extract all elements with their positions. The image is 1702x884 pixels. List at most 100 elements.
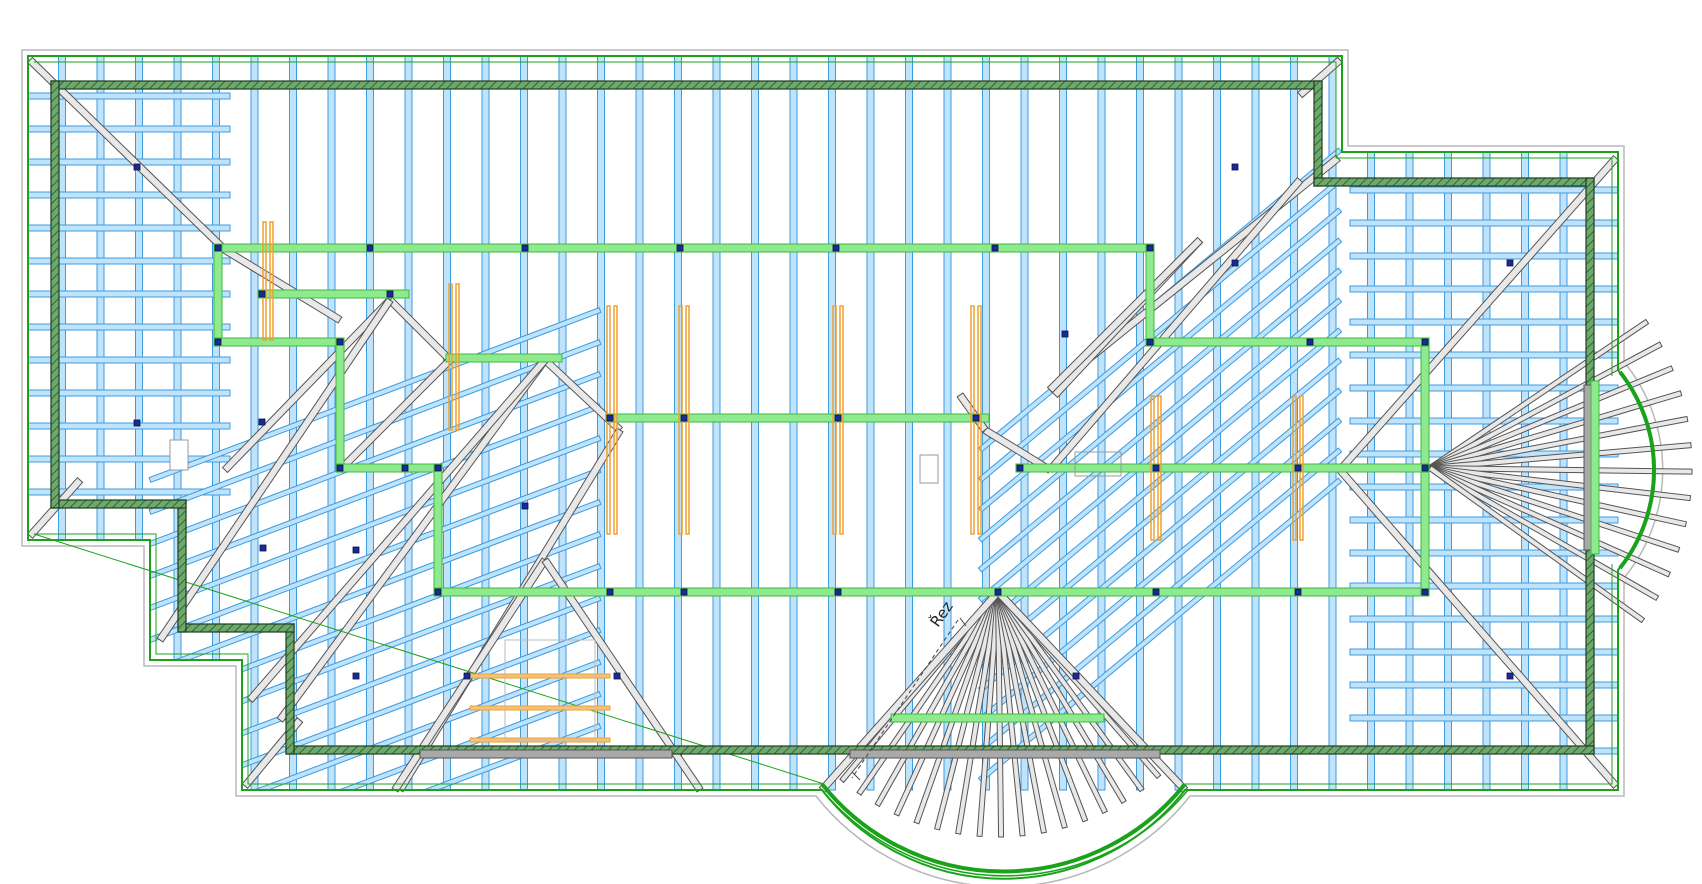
hip-rafter [222, 246, 343, 324]
jack-rafter [28, 224, 231, 232]
column [1152, 464, 1160, 472]
column [133, 163, 141, 171]
jack-rafter [1349, 219, 1619, 227]
wall-plate [50, 499, 187, 509]
column [258, 290, 266, 298]
column [680, 588, 688, 596]
opening-center [919, 454, 939, 484]
jack-rafter [1349, 714, 1619, 722]
strut [269, 221, 274, 341]
column [521, 502, 529, 510]
purlin [433, 587, 1430, 597]
rafter [250, 56, 259, 791]
hip-rafter [386, 296, 454, 364]
column [1061, 330, 1069, 338]
purlin [445, 353, 563, 363]
jack-rafter [28, 92, 231, 100]
column [994, 588, 1002, 596]
purlin [1590, 380, 1600, 555]
jack-rafter [28, 323, 231, 331]
fan-rafters-bay-right [1427, 318, 1693, 624]
purlin [890, 713, 1105, 723]
wall-plate [1313, 80, 1323, 187]
jack-rafter [28, 257, 231, 265]
column [401, 464, 409, 472]
rafter [751, 56, 759, 791]
rafter [1213, 56, 1221, 791]
jack-rafter [28, 422, 231, 430]
wall-plate [177, 499, 187, 633]
purlin [433, 463, 443, 597]
rafter [635, 56, 644, 791]
jack-rafter [28, 389, 231, 397]
column [606, 414, 614, 422]
column [1506, 259, 1514, 267]
column [1072, 672, 1080, 680]
column [336, 338, 344, 346]
column [1152, 588, 1160, 596]
purlin [335, 463, 443, 473]
bay-arc-bottom-outer [821, 789, 1189, 877]
jack-rafter [28, 125, 231, 133]
purlin [1015, 463, 1430, 473]
column [991, 244, 999, 252]
column [1421, 588, 1429, 596]
jack-rafter [1349, 318, 1619, 326]
columns [133, 163, 1514, 680]
valley-jack-rafter [977, 207, 1343, 513]
jack-rafter [28, 290, 231, 298]
column [613, 672, 621, 680]
column [259, 544, 267, 552]
column [1231, 163, 1239, 171]
column [521, 244, 529, 252]
column [258, 418, 266, 426]
gable-infill-left [419, 749, 673, 759]
valley-jack-rafter [148, 307, 602, 483]
jack-rafter [1349, 648, 1619, 656]
column [1294, 588, 1302, 596]
column [834, 588, 842, 596]
outer-offset-line [21, 49, 1664, 884]
column [1421, 338, 1429, 346]
purlin [213, 243, 1155, 253]
rafter [1174, 56, 1183, 791]
gable-infill-center [849, 749, 1161, 759]
rafter [520, 56, 528, 791]
purlin [257, 289, 410, 299]
rafter [1136, 56, 1144, 791]
jack-rafter [1349, 252, 1619, 260]
purlin [1145, 337, 1430, 347]
jack-rafter [1349, 285, 1619, 293]
collar-tie [469, 705, 611, 711]
column [832, 244, 840, 252]
column [606, 588, 614, 596]
wall-plate [50, 80, 60, 509]
wall-plate [1313, 177, 1595, 187]
purlin [213, 243, 223, 347]
column [1146, 244, 1154, 252]
rafter [712, 56, 721, 791]
section-label: Řez [926, 597, 957, 630]
rafter [789, 56, 798, 791]
column [434, 588, 442, 596]
rafter [828, 56, 836, 791]
purlin [213, 337, 345, 347]
jack-rafter [1349, 186, 1619, 194]
opening-left [169, 439, 189, 471]
rafter [866, 56, 875, 791]
valley-jack-rafter [977, 297, 1343, 603]
jack-rafter [1349, 615, 1619, 623]
column [680, 414, 688, 422]
rafter [1251, 56, 1260, 791]
bay-arc-right [1618, 370, 1656, 570]
column [972, 414, 980, 422]
wall-plate [177, 623, 295, 633]
column [434, 464, 442, 472]
rafter [943, 56, 952, 791]
column [1016, 464, 1024, 472]
purlin [335, 337, 345, 473]
purlin [1145, 243, 1155, 347]
hip-rafter [1046, 236, 1204, 394]
purlins [213, 243, 1600, 723]
column [352, 672, 360, 680]
